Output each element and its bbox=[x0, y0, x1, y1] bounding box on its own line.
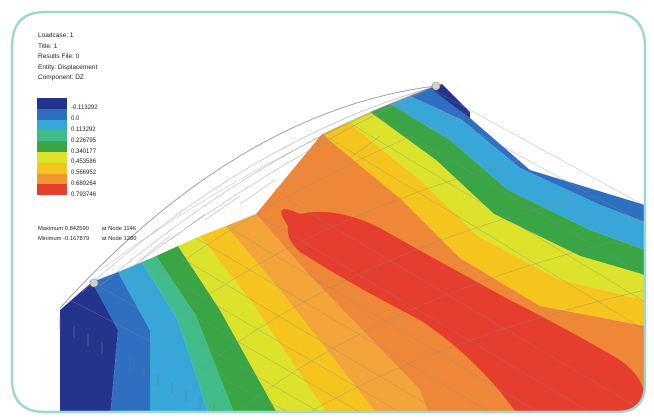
legend-swatch bbox=[37, 98, 67, 109]
support-node-left bbox=[89, 278, 99, 288]
legend-value: 0.340177 bbox=[71, 148, 97, 155]
legend-value: -0.113292 bbox=[71, 105, 98, 112]
legend-swatch bbox=[37, 119, 67, 131]
maximum-value: Maximum 0.842590 bbox=[38, 226, 89, 232]
results-file-label: Results File: 0 bbox=[38, 53, 80, 60]
legend-row: 0.566952 bbox=[37, 162, 98, 177]
legend-row: 0.680264 bbox=[37, 173, 98, 187]
title-label: Title: 1 bbox=[38, 42, 58, 50]
legend-value: 0.793746 bbox=[71, 191, 97, 198]
maximum-row: Maximum 0.842590 at Node 1146 bbox=[38, 224, 136, 234]
legend-swatch bbox=[37, 162, 67, 174]
legend-value: 0.113292 bbox=[71, 127, 96, 133]
minimum-row: Minimum -0.167879 at Node 1280 bbox=[38, 234, 136, 244]
legend-value: 0.453586 bbox=[71, 159, 97, 166]
result-header: Loadcase: 1 Title: 1 Results File: 0 Ent… bbox=[38, 31, 97, 84]
minimum-value: Minimum -0.167879 bbox=[38, 236, 90, 242]
extrema-summary: Maximum 0.842590 at Node 1146 Minimum -0… bbox=[38, 224, 136, 244]
legend-value: 0.226795 bbox=[71, 137, 97, 144]
legend-row: -0.113292 bbox=[37, 98, 98, 112]
legend-row: 0.793746 bbox=[37, 184, 98, 198]
minimum-node: at Node 1280 bbox=[101, 236, 137, 242]
legend-row: 0.0 bbox=[37, 108, 98, 123]
support-node-top bbox=[431, 81, 441, 91]
maximum-node: at Node 1146 bbox=[101, 226, 137, 232]
legend-swatch bbox=[37, 151, 67, 163]
component-label: Component: DZ bbox=[38, 74, 84, 81]
legend-row: 0.113292 bbox=[37, 119, 98, 133]
loadcase-label: Loadcase: 1 bbox=[38, 32, 74, 39]
legend-swatch bbox=[37, 130, 67, 142]
legend-swatch bbox=[37, 195, 67, 206]
legend-swatch bbox=[37, 173, 67, 185]
entity-label: Entity: Displacement bbox=[38, 63, 98, 71]
legend-row bbox=[37, 195, 98, 206]
contour-legend: -0.113292 0.0 0.113292 0.226795 0.340177 0.45… bbox=[37, 98, 98, 206]
legend-row: 0.453586 bbox=[37, 151, 98, 166]
legend-swatch bbox=[37, 184, 67, 196]
legend-value: 0.566952 bbox=[71, 170, 97, 177]
legend-swatch bbox=[37, 108, 67, 120]
legend-value: 0.680264 bbox=[71, 180, 97, 187]
legend-swatch bbox=[37, 141, 67, 152]
legend-value: 0.0 bbox=[71, 116, 80, 123]
legend-row: 0.226795 bbox=[37, 130, 98, 144]
legend-row: 0.340177 bbox=[37, 141, 98, 155]
